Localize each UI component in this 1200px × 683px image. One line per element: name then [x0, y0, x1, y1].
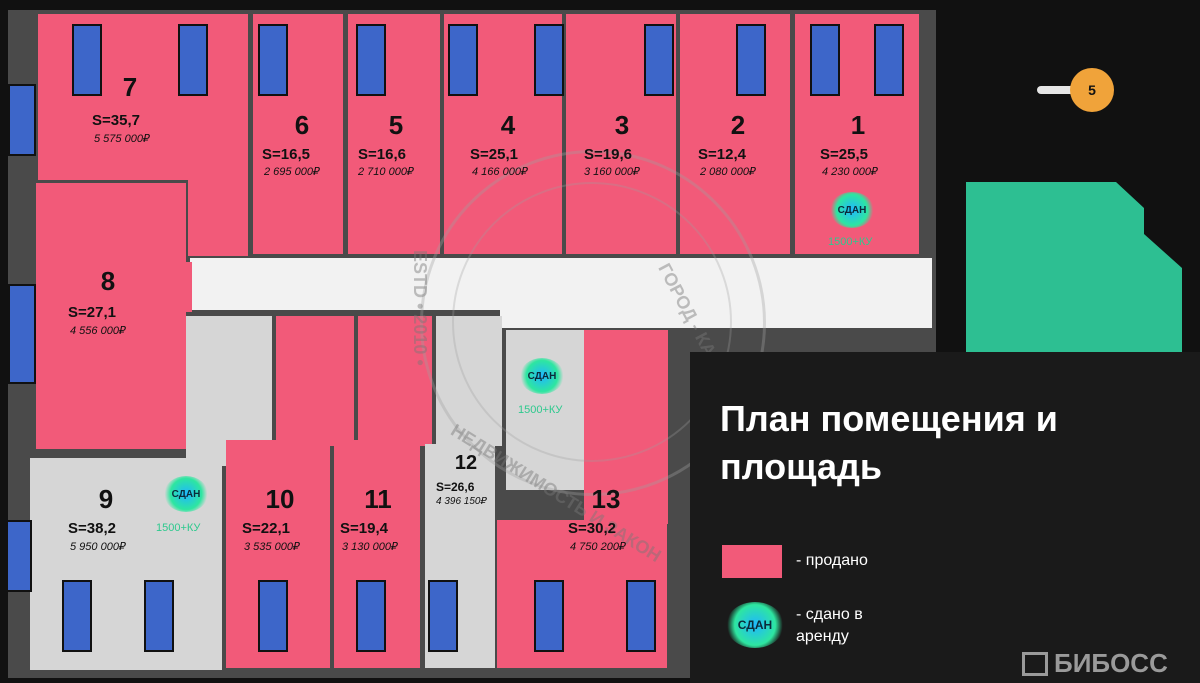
window: [810, 24, 840, 96]
legend-rented-label: - сдано в аренду: [796, 606, 863, 645]
window: [178, 24, 208, 96]
room-number: 8: [100, 266, 116, 296]
room-number: 9: [98, 484, 114, 514]
room-area: S=19,6: [584, 146, 632, 163]
room-number: 4: [500, 110, 516, 140]
rent-price: 1500+КУ: [828, 236, 873, 248]
window: [356, 580, 386, 652]
window: [644, 24, 674, 96]
room-area: S=27,1: [68, 304, 116, 321]
rent-price: 1500+КУ: [518, 404, 563, 416]
window: [258, 24, 288, 96]
room-area: S=26,6: [436, 480, 475, 494]
room-number: 7: [122, 72, 138, 102]
room-area: S=12,4: [698, 146, 746, 163]
room-10-upper: [276, 316, 354, 446]
slider-knob[interactable]: 5: [1070, 68, 1114, 112]
room-price: 2 080 000₽: [700, 166, 756, 178]
window: [144, 580, 174, 652]
room-number: 10: [265, 484, 295, 514]
room-number: 1: [850, 110, 866, 140]
window: [356, 24, 386, 96]
window: [72, 24, 102, 96]
bibosss-logo-icon: [1022, 652, 1048, 676]
brand-logo: БИБОСС: [1054, 648, 1168, 678]
room-price: 4 166 000₽: [472, 166, 528, 178]
watermark-seal-inner: [452, 182, 732, 462]
room-price: 5 950 000₽: [70, 541, 126, 553]
legend-sold-label: - продано: [796, 552, 868, 569]
room-8[interactable]: [36, 183, 186, 449]
room-price: 4 230 000₽: [822, 166, 878, 178]
slider-track[interactable]: [1037, 86, 1087, 94]
room-number: 6: [294, 110, 310, 140]
room-number: 5: [388, 110, 404, 140]
room-area: S=16,5: [262, 146, 310, 163]
room-price: 4 396 150₽: [436, 496, 487, 507]
window: [8, 284, 36, 384]
room-price: 4 556 000₽: [70, 325, 126, 337]
room-number: 2: [730, 110, 746, 140]
window: [448, 24, 478, 96]
room-price: 3 535 000₽: [244, 541, 300, 553]
room-7-extension: [188, 170, 248, 256]
room-price: 4 750 200₽: [570, 541, 626, 553]
room-price: 3 160 000₽: [584, 166, 640, 178]
watermark-left-text: ESTD • 2010 •: [410, 250, 430, 366]
window: [6, 520, 32, 592]
watermark-seal: [420, 150, 766, 496]
page-title: План помещения и площадь: [720, 398, 1058, 487]
room-price: 5 575 000₽: [94, 133, 150, 145]
room-area: S=25,1: [470, 146, 518, 163]
room-number: 11: [364, 484, 392, 514]
room-number: 13: [591, 484, 621, 514]
room-price: 2 710 000₽: [358, 166, 414, 178]
window: [626, 580, 656, 652]
room-price: 2 695 000₽: [264, 166, 320, 178]
room-price: 3 130 000₽: [342, 541, 398, 553]
room-area: S=19,4: [340, 520, 388, 537]
window: [258, 580, 288, 652]
window: [534, 24, 564, 96]
room-number: 3: [614, 110, 630, 140]
room-area: S=38,2: [68, 520, 116, 537]
rent-price: 1500+КУ: [156, 522, 201, 534]
room-area: S=25,5: [820, 146, 868, 163]
window: [534, 580, 564, 652]
room-number: 12: [454, 452, 478, 474]
room-8-extension: [180, 262, 192, 312]
window: [8, 84, 36, 156]
teal-shape: [966, 182, 1182, 354]
legend-rented-badge: СДАН: [726, 602, 784, 648]
window: [736, 24, 766, 96]
room-11-upper: [358, 316, 432, 446]
room-area: S=22,1: [242, 520, 290, 537]
rented-badge: СДАН: [164, 476, 208, 512]
legend-sold-swatch: [722, 545, 782, 578]
window: [428, 580, 458, 652]
room-area: S=35,7: [92, 112, 140, 129]
window: [874, 24, 904, 96]
rented-badge: СДАН: [830, 192, 874, 228]
window: [62, 580, 92, 652]
rented-badge: СДАН: [520, 358, 564, 394]
room-area: S=30,2: [568, 520, 616, 537]
room-area: S=16,6: [358, 146, 406, 163]
